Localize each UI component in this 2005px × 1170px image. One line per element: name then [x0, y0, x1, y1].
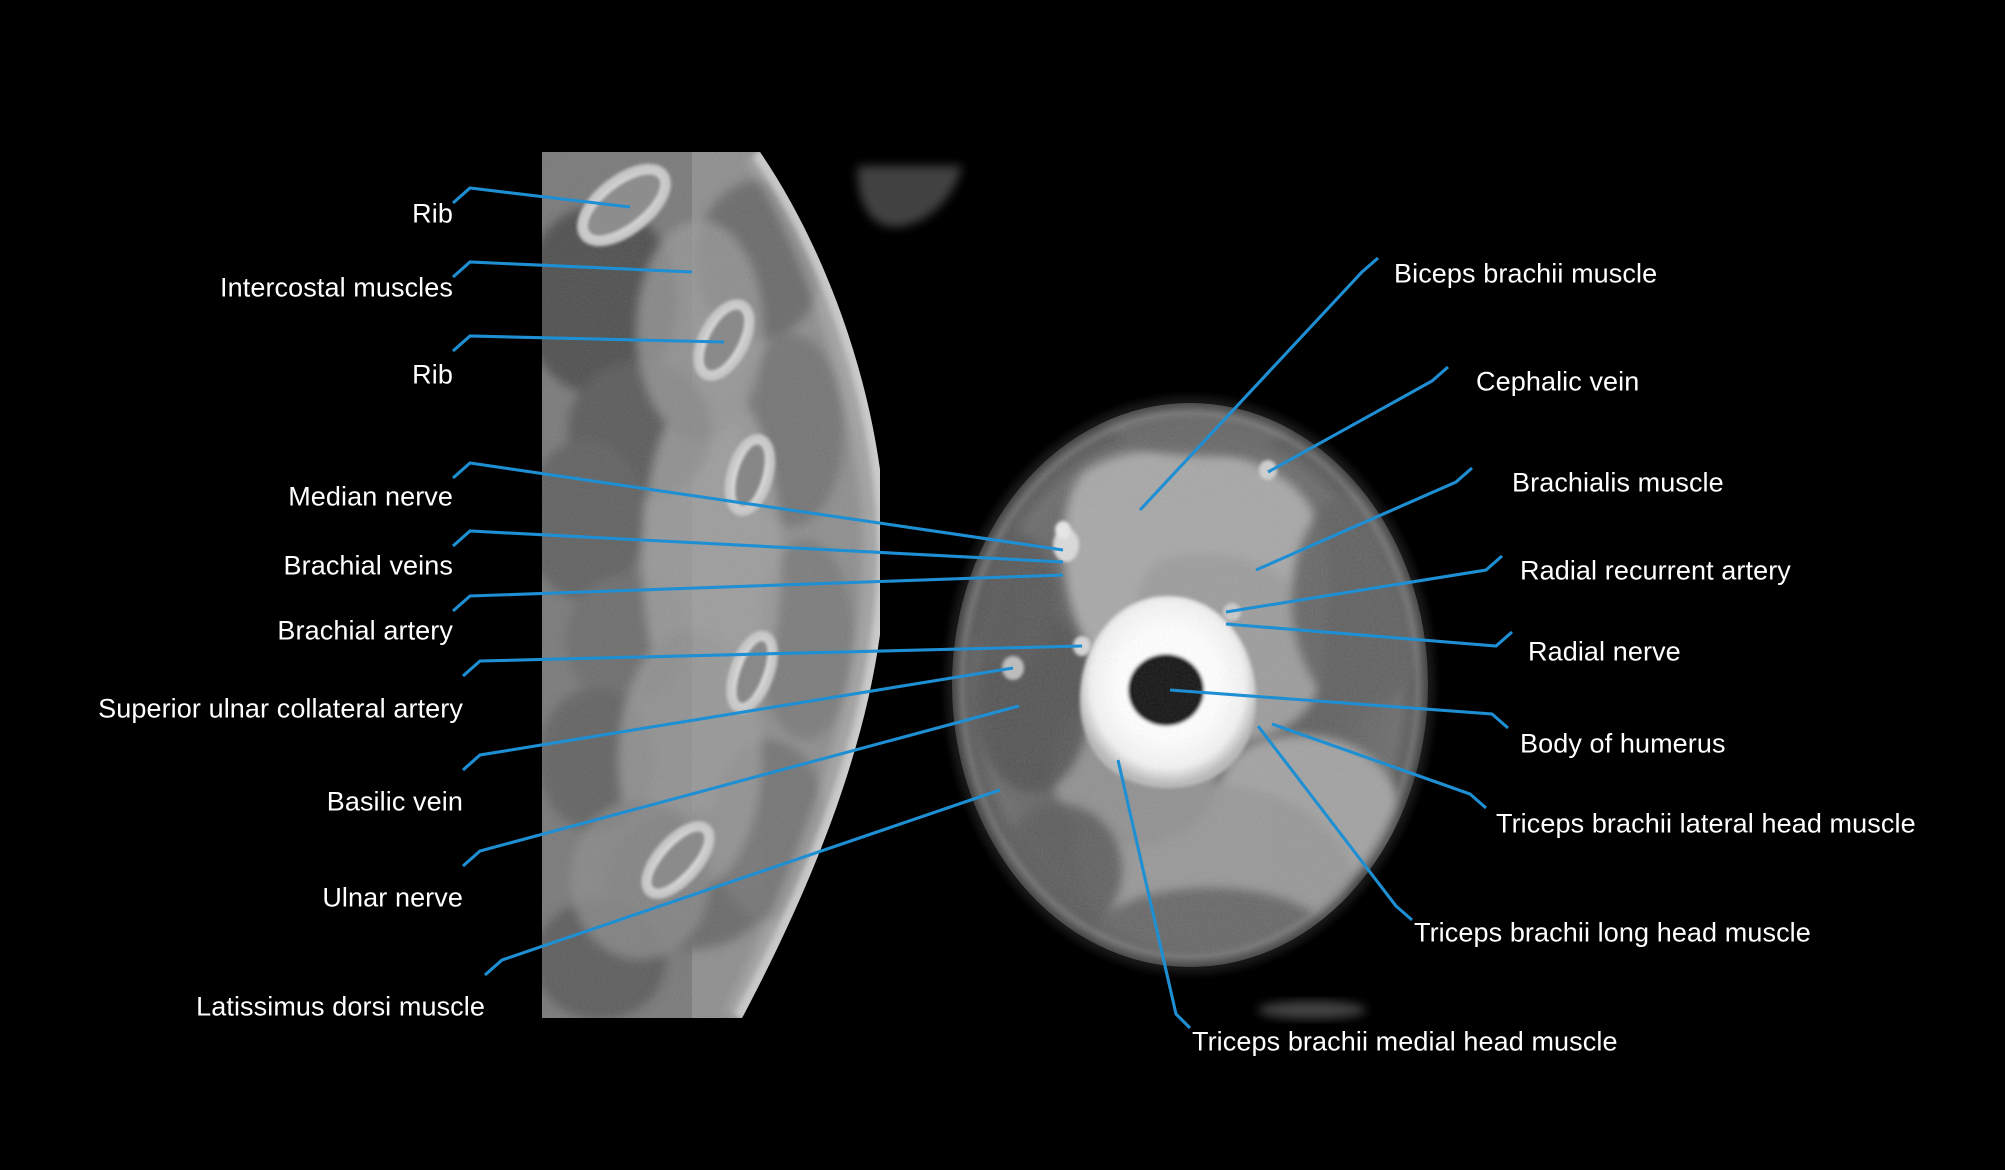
label-median-nerve[interactable]: Median nerve — [288, 481, 453, 512]
leader-brachial-artery[interactable] — [451, 573, 1064, 613]
label-brachial-veins[interactable]: Brachial veins — [283, 550, 453, 581]
rib-fifth-structure — [641, 821, 715, 899]
label-body-of-humerus[interactable]: Body of humerus — [1520, 728, 1726, 759]
label-biceps-brachii-muscle[interactable]: Biceps brachii muscle — [1394, 258, 1658, 289]
accessory-tissue-fragment-bottom — [1258, 1001, 1366, 1019]
label-latissimus-dorsi-muscle[interactable]: Latissimus dorsi muscle — [196, 991, 485, 1022]
label-radial-nerve[interactable]: Radial nerve — [1528, 636, 1681, 667]
label-cephalic-vein[interactable]: Cephalic vein — [1476, 366, 1640, 397]
leader-latissimus-dorsi-muscle[interactable] — [483, 788, 1001, 977]
label-rib-superior[interactable]: Rib — [412, 198, 453, 229]
label-triceps-brachii-medial-head-muscle[interactable]: Triceps brachii medial head muscle — [1192, 1026, 1618, 1057]
label-rib-inferior[interactable]: Rib — [412, 359, 453, 390]
leader-superior-ulnar-collateral-artery[interactable] — [461, 644, 1083, 678]
leader-intercostal-muscles[interactable] — [451, 260, 693, 279]
leader-body-of-humerus[interactable] — [1169, 688, 1510, 730]
upper-arm-panel — [947, 398, 1433, 972]
leader-brachial-veins[interactable] — [451, 529, 1064, 564]
leader-basilic-vein[interactable] — [461, 666, 1014, 772]
leader-rib-superior[interactable] — [451, 186, 631, 209]
label-radial-recurrent-artery[interactable]: Radial recurrent artery — [1520, 555, 1791, 586]
leader-triceps-brachii-long-head-muscle[interactable] — [1256, 725, 1414, 922]
label-superior-ulnar-collateral-artery[interactable]: Superior ulnar collateral artery — [98, 693, 463, 724]
leader-rib-inferior[interactable] — [451, 334, 725, 353]
rib-fourth-structure — [726, 630, 778, 714]
leader-brachialis-muscle[interactable] — [1255, 466, 1474, 572]
leader-radial-recurrent-artery[interactable] — [1225, 554, 1504, 614]
label-triceps-brachii-long-head-muscle[interactable]: Triceps brachii long head muscle — [1414, 917, 1811, 948]
accessory-tissue-fragment-top — [857, 166, 962, 227]
label-ulnar-nerve[interactable]: Ulnar nerve — [322, 882, 463, 913]
label-brachialis-muscle[interactable]: Brachialis muscle — [1512, 467, 1724, 498]
leader-biceps-brachii-muscle[interactable] — [1138, 256, 1380, 512]
rib-second-structure — [693, 299, 755, 381]
label-intercostal-muscles[interactable]: Intercostal muscles — [220, 272, 453, 303]
rib-third-structure — [724, 434, 776, 516]
leader-triceps-brachii-medial-head-muscle[interactable] — [1116, 759, 1192, 1030]
label-triceps-brachii-lateral-head-muscle[interactable]: Triceps brachii lateral head muscle — [1496, 808, 1916, 839]
leader-radial-nerve[interactable] — [1225, 622, 1514, 648]
leader-cephalic-vein[interactable] — [1267, 365, 1450, 474]
leader-ulnar-nerve[interactable] — [461, 704, 1020, 868]
leader-median-nerve[interactable] — [451, 461, 1064, 552]
label-basilic-vein[interactable]: Basilic vein — [326, 786, 463, 817]
leader-triceps-brachii-lateral-head-muscle[interactable] — [1271, 722, 1488, 810]
label-brachial-artery[interactable]: Brachial artery — [277, 615, 453, 646]
